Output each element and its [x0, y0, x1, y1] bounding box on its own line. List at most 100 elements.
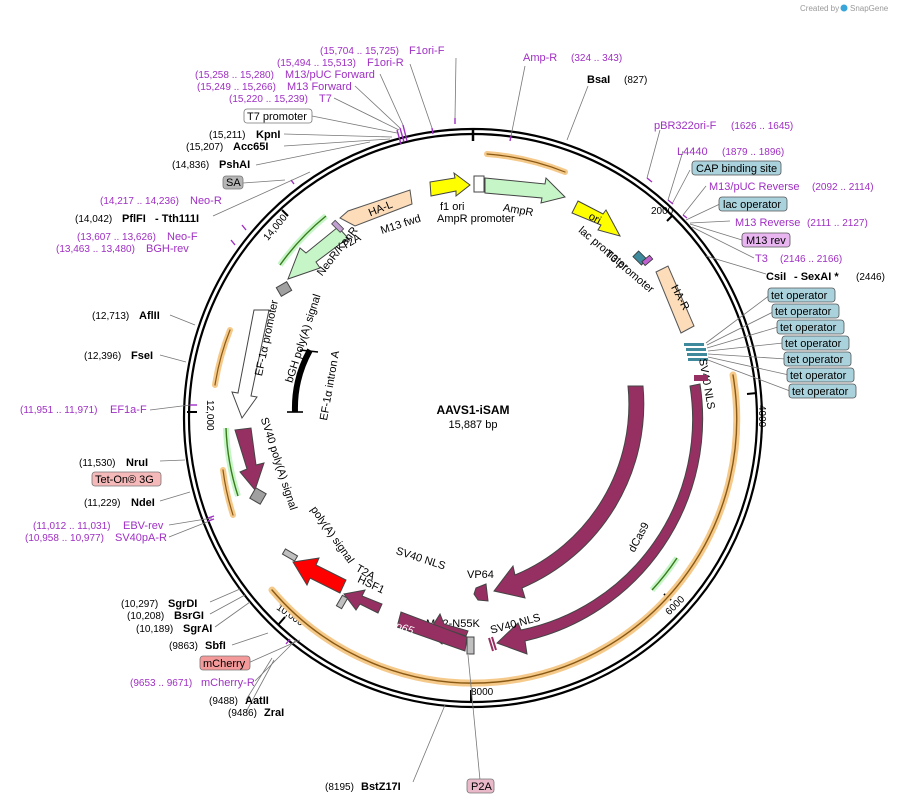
tet-operator-box-5[interactable]: [783, 351, 852, 367]
ampr-promoter-label: AmpR promoter: [437, 213, 515, 225]
cap-binding-box[interactable]: [691, 160, 782, 176]
tet-operator-box-6[interactable]: [786, 367, 855, 383]
amp-r-pos: (324 .. 343): [571, 53, 622, 64]
bsrgi-name[interactable]: BsrGI: [174, 610, 204, 622]
ef1a-f-pos: (11,951 .. 11,971): [20, 405, 97, 416]
lac-operator-box[interactable]: [718, 196, 788, 212]
f1ori-f-name[interactable]: F1ori-F: [409, 45, 445, 57]
tick-8000: 8000: [471, 687, 494, 698]
csii-pos: (2446): [856, 272, 885, 283]
mcherry-feature[interactable]: [292, 557, 347, 594]
p65-feature[interactable]: p65: [393, 611, 469, 652]
f1ori-r-pos: (15,494 .. 15,513): [277, 58, 356, 69]
m13-rev-box[interactable]: [741, 232, 791, 248]
tet-operator-box-2[interactable]: [771, 303, 840, 319]
nrui-name[interactable]: NruI: [126, 457, 148, 469]
t7-promoter-box[interactable]: [243, 108, 313, 124]
cas9-feature[interactable]: Cas9: [493, 385, 645, 599]
kpni-pos: (15,211): [209, 130, 246, 141]
sbfi-name[interactable]: SbfI: [205, 640, 226, 652]
tet-operator-box-7[interactable]: [788, 383, 857, 399]
f1-ori-feature[interactable]: [429, 171, 471, 198]
pshai-name[interactable]: PshAI: [219, 159, 250, 171]
tth111i-name[interactable]: - Tth111I: [155, 213, 199, 225]
l4440-name[interactable]: L4440: [677, 146, 708, 158]
ms2-feature[interactable]: [466, 636, 475, 655]
pflfi-name[interactable]: PflFI: [122, 213, 146, 225]
plasmid-name: AAVS1-iSAM: [436, 403, 509, 417]
sgrai-name[interactable]: SgrAI: [183, 623, 212, 635]
ndei-name[interactable]: NdeI: [131, 497, 155, 509]
m13puc-rev-name[interactable]: M13/pUC Reverse: [709, 181, 799, 193]
tick-12000: 12,000: [204, 400, 215, 431]
sexai-name[interactable]: - SexAI *: [794, 271, 839, 283]
primer-ticks: [190, 118, 688, 645]
pshai-pos: (14,836): [172, 160, 209, 171]
m13-rev-name[interactable]: M13 Reverse: [735, 217, 800, 229]
ampr-label: AmpR: [502, 202, 534, 219]
acc65i-pos: (15,207): [186, 142, 223, 153]
fsei-name[interactable]: FseI: [131, 350, 153, 362]
ampr-feature[interactable]: AmpR: [484, 176, 566, 219]
t7-name[interactable]: T7: [319, 93, 332, 105]
tet-operator-boxes: tet operator tet operator tet operator t…: [767, 287, 857, 399]
bgh-rev-name[interactable]: BGH-rev: [146, 243, 189, 255]
zrai-pos: (9486): [228, 708, 257, 719]
mcherry-r-name[interactable]: mCherry-R: [201, 677, 255, 689]
bstz17i-name[interactable]: BstZ17I: [361, 781, 401, 793]
neo-f-pos: (13,607 .. 13,626): [77, 232, 156, 243]
aatii-name[interactable]: AatII: [245, 695, 269, 707]
m13-fwd-name[interactable]: M13 Forward: [287, 81, 352, 93]
tet-operator-label-2: tet operator: [775, 306, 832, 318]
mcherry-label: mCherry: [203, 658, 246, 670]
mcherry-r-pos: (9653 .. 9671): [130, 678, 192, 689]
acc65i-name[interactable]: Acc65I: [233, 141, 268, 153]
ha-r-feature[interactable]: HA-R: [655, 265, 695, 334]
p2a-box[interactable]: [466, 778, 495, 794]
bstz17i-pos: (8195): [325, 782, 354, 793]
pbr322ori-f-name[interactable]: pBR322ori-F: [654, 120, 717, 132]
tet-operator-box-3[interactable]: [776, 319, 845, 335]
m13puc-fwd-name[interactable]: M13/pUC Forward: [285, 69, 375, 81]
sgrdi-name[interactable]: SgrDI: [168, 598, 197, 610]
sv40pa-r-name[interactable]: SV40pA-R: [115, 532, 167, 544]
ef1a-intron-feature[interactable]: [287, 348, 319, 413]
f1ori-f-pos: (15,704 .. 15,725): [320, 46, 399, 57]
tet-on-box[interactable]: [91, 471, 162, 487]
mcherry-box[interactable]: [199, 655, 251, 671]
t2a-bot-feature: [335, 594, 349, 610]
bsai-name[interactable]: BsaI: [587, 74, 610, 86]
neo-f-name[interactable]: Neo-F: [167, 231, 198, 243]
tet-on-label: Tet-On® 3G: [95, 474, 154, 486]
t3-name[interactable]: T3: [755, 253, 768, 265]
neo-r-name[interactable]: Neo-R: [190, 195, 222, 207]
ori-label: ori: [586, 211, 602, 227]
amp-r-name[interactable]: Amp-R: [523, 52, 557, 64]
ef1a-promoter-feature[interactable]: [231, 309, 270, 420]
sa-label: SA: [226, 177, 241, 189]
sv40-polya-arrow[interactable]: [234, 427, 265, 492]
ef1a-f-name[interactable]: EF1a-F: [110, 404, 147, 416]
sa-box[interactable]: [222, 175, 244, 190]
neo-r-pos: (14,217 .. 14,236): [100, 196, 179, 207]
green-orf-arcs: [223, 213, 680, 593]
f1ori-r-name[interactable]: F1ori-R: [367, 57, 404, 69]
tet-operator-box-4[interactable]: [781, 335, 850, 351]
ebv-rev-name[interactable]: EBV-rev: [123, 520, 164, 532]
ori-feature[interactable]: ori: [571, 200, 621, 237]
csii-name[interactable]: CsiI: [766, 271, 786, 283]
zrai-name[interactable]: ZraI: [264, 707, 284, 719]
neor-feature[interactable]: [287, 226, 349, 280]
sv40-nls-1-feature[interactable]: [694, 375, 708, 381]
vp64-feature[interactable]: [473, 583, 489, 602]
tet-operator-box-1[interactable]: [767, 287, 836, 303]
kpni-name[interactable]: KpnI: [256, 129, 280, 141]
aflii-name[interactable]: AflII: [139, 310, 160, 322]
vp64-label: VP64: [467, 569, 494, 581]
polya-feature: [281, 548, 299, 562]
hsf1-feature[interactable]: [343, 589, 383, 614]
ampr-promoter-feature[interactable]: [473, 175, 485, 193]
nrui-pos: (11,530): [79, 458, 116, 469]
t3-pos: (2146 .. 2166): [780, 254, 842, 265]
